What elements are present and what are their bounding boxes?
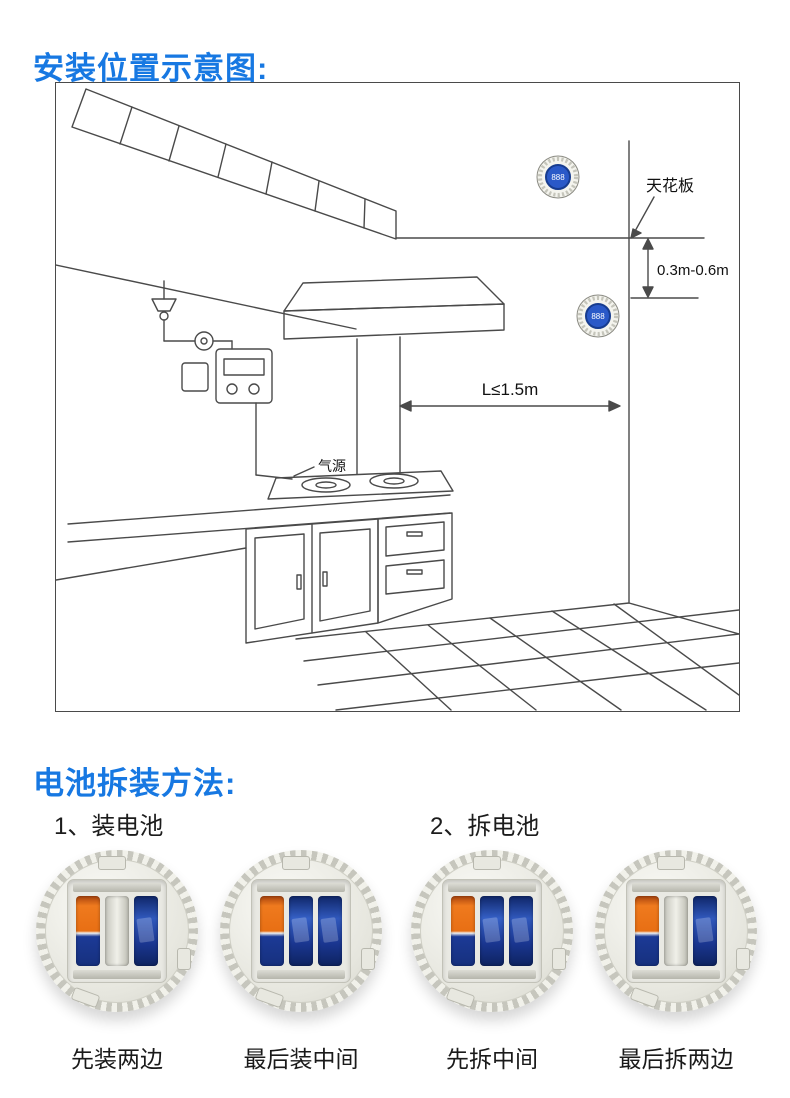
battery-contact-top (448, 883, 536, 892)
step-remove-label: 2、拆电池 (430, 813, 540, 840)
alarm-display-lower: 888 (591, 312, 605, 321)
distance-dimension-arrow (399, 400, 621, 412)
mount-tab-top (98, 856, 126, 870)
battery-middle-blue (480, 896, 504, 966)
counter-cabinets (56, 494, 453, 644)
mount-tab-right (361, 948, 375, 970)
device-back-face (45, 856, 191, 1009)
mount-tab-bottom (254, 986, 285, 1009)
alarm-device-lower: 888 (576, 294, 620, 338)
battery-recess (442, 879, 542, 983)
kitchen-diagram-svg: 888 888 天花板 0.3m-0.6m L≤1.5m 气源 (56, 88, 739, 711)
battery-left-orange (76, 896, 100, 966)
battery-left-orange (260, 896, 284, 966)
battery-recess (67, 879, 167, 983)
cooktop (267, 470, 454, 500)
battery-contact-bottom (73, 970, 161, 979)
battery-row (68, 895, 166, 967)
device-caption: 先拆中间 (446, 1046, 538, 1072)
device-caption: 最后装中间 (243, 1046, 359, 1072)
height-range-label: 0.3m-0.6m (657, 262, 729, 279)
battery-recess (626, 879, 726, 983)
ceiling-label: 天花板 (646, 177, 694, 195)
mount-tab-right (736, 948, 750, 970)
battery-device-remove-middle (411, 850, 573, 1012)
mount-tab-bottom (445, 986, 476, 1009)
battery-device-install-middle (220, 850, 382, 1012)
mount-tab-bottom (70, 986, 101, 1009)
gas-meter (151, 280, 293, 480)
step-install-label: 1、装电池 (54, 813, 164, 840)
device-serrated-rim (220, 850, 382, 1012)
mount-tab-top (282, 856, 310, 870)
distance-label: L≤1.5m (482, 380, 539, 399)
battery-right-blue (509, 896, 533, 966)
ceiling-panels (71, 88, 397, 240)
mount-tab-top (657, 856, 685, 870)
device-serrated-rim (595, 850, 757, 1012)
range-hood (283, 276, 505, 476)
device-caption: 最后拆两边 (618, 1046, 734, 1072)
mount-tab-right (552, 948, 566, 970)
battery-contact-bottom (257, 970, 345, 979)
battery-left-orange (451, 896, 475, 966)
battery-contact-top (632, 883, 720, 892)
battery-right-blue (134, 896, 158, 966)
mount-tab-top (473, 856, 501, 870)
height-dimension-arrow (630, 238, 699, 299)
battery-method-title: 电池拆装方法: (33, 765, 237, 801)
device-serrated-rim (411, 850, 573, 1012)
battery-contact-bottom (632, 970, 720, 979)
battery-row (252, 895, 350, 967)
device-back-face (420, 856, 566, 1009)
floor-tiles (295, 602, 739, 711)
battery-row (627, 895, 725, 967)
battery-contact-bottom (448, 970, 536, 979)
gas-leader-line (293, 466, 315, 477)
device-serrated-rim (36, 850, 198, 1012)
wall-lines (56, 140, 739, 635)
battery-row (443, 895, 541, 967)
device-caption: 先装两边 (71, 1046, 163, 1072)
mount-tab-right (177, 948, 191, 970)
device-back-face (604, 856, 750, 1009)
battery-contact-top (73, 883, 161, 892)
battery-middle-slot (105, 896, 129, 966)
device-back-face (229, 856, 375, 1009)
installation-diagram: 888 888 天花板 0.3m-0.6m L≤1.5m 气源 (55, 82, 740, 712)
battery-contact-top (257, 883, 345, 892)
gas-source-label: 气源 (318, 458, 346, 474)
battery-recess (251, 879, 351, 983)
alarm-device-upper: 888 (536, 155, 580, 199)
battery-middle-slot (664, 896, 688, 966)
battery-middle-blue (289, 896, 313, 966)
battery-device-remove-sides (595, 850, 757, 1012)
battery-right-blue (693, 896, 717, 966)
install-diagram-title: 安装位置示意图: (33, 50, 269, 86)
mount-tab-bottom (629, 986, 660, 1009)
battery-device-install-sides (36, 850, 198, 1012)
ceiling-leader-line (630, 196, 655, 239)
battery-right-blue (318, 896, 342, 966)
battery-left-orange (635, 896, 659, 966)
alarm-display-upper: 888 (551, 173, 565, 182)
